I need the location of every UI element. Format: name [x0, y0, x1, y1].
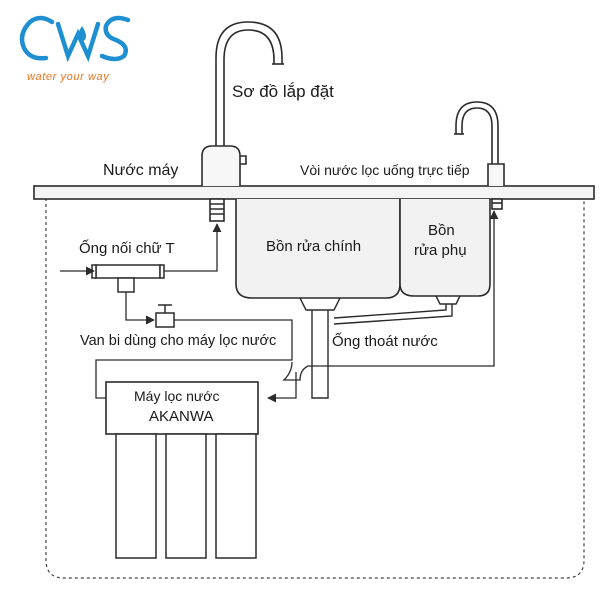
water-lines	[60, 210, 499, 403]
logo-tagline: water your way	[27, 71, 110, 83]
drop-icon	[78, 26, 86, 41]
logo-mark	[19, 15, 131, 63]
label-sub-sink-1: Bồn	[428, 222, 455, 239]
ball-valve	[155, 304, 175, 328]
main-sink	[235, 199, 401, 299]
cabinet-outline	[45, 198, 585, 579]
filter-housing	[105, 381, 259, 435]
label-t-connector: Ống nối chữ T	[79, 240, 175, 257]
label-filter-line1: Máy lọc nước	[134, 388, 220, 404]
drinking-faucet	[454, 101, 505, 210]
label-drain-pipe: Ống thoát nước	[332, 333, 438, 350]
label-sub-sink-2: rửa phụ	[414, 242, 467, 259]
main-faucet	[201, 21, 284, 222]
label-drinking-faucet: Vòi nước lọc uống trực tiếp	[300, 162, 470, 178]
secondary-sink	[399, 199, 491, 297]
logo-brand: CWS	[0, 0, 1, 1]
filter-cartridges	[115, 433, 257, 559]
countertop	[33, 185, 595, 200]
diagram-title: Sơ đồ lắp đặt	[232, 82, 334, 101]
label-main-sink: Bồn rửa chính	[266, 238, 362, 255]
label-ball-valve: Van bi dùng cho máy lọc nước	[80, 333, 277, 349]
t-connector	[91, 264, 165, 293]
label-tap-water: Nước máy	[103, 162, 179, 179]
drain-pipes	[299, 295, 461, 399]
label-filter-line2: AKANWA	[149, 408, 214, 425]
